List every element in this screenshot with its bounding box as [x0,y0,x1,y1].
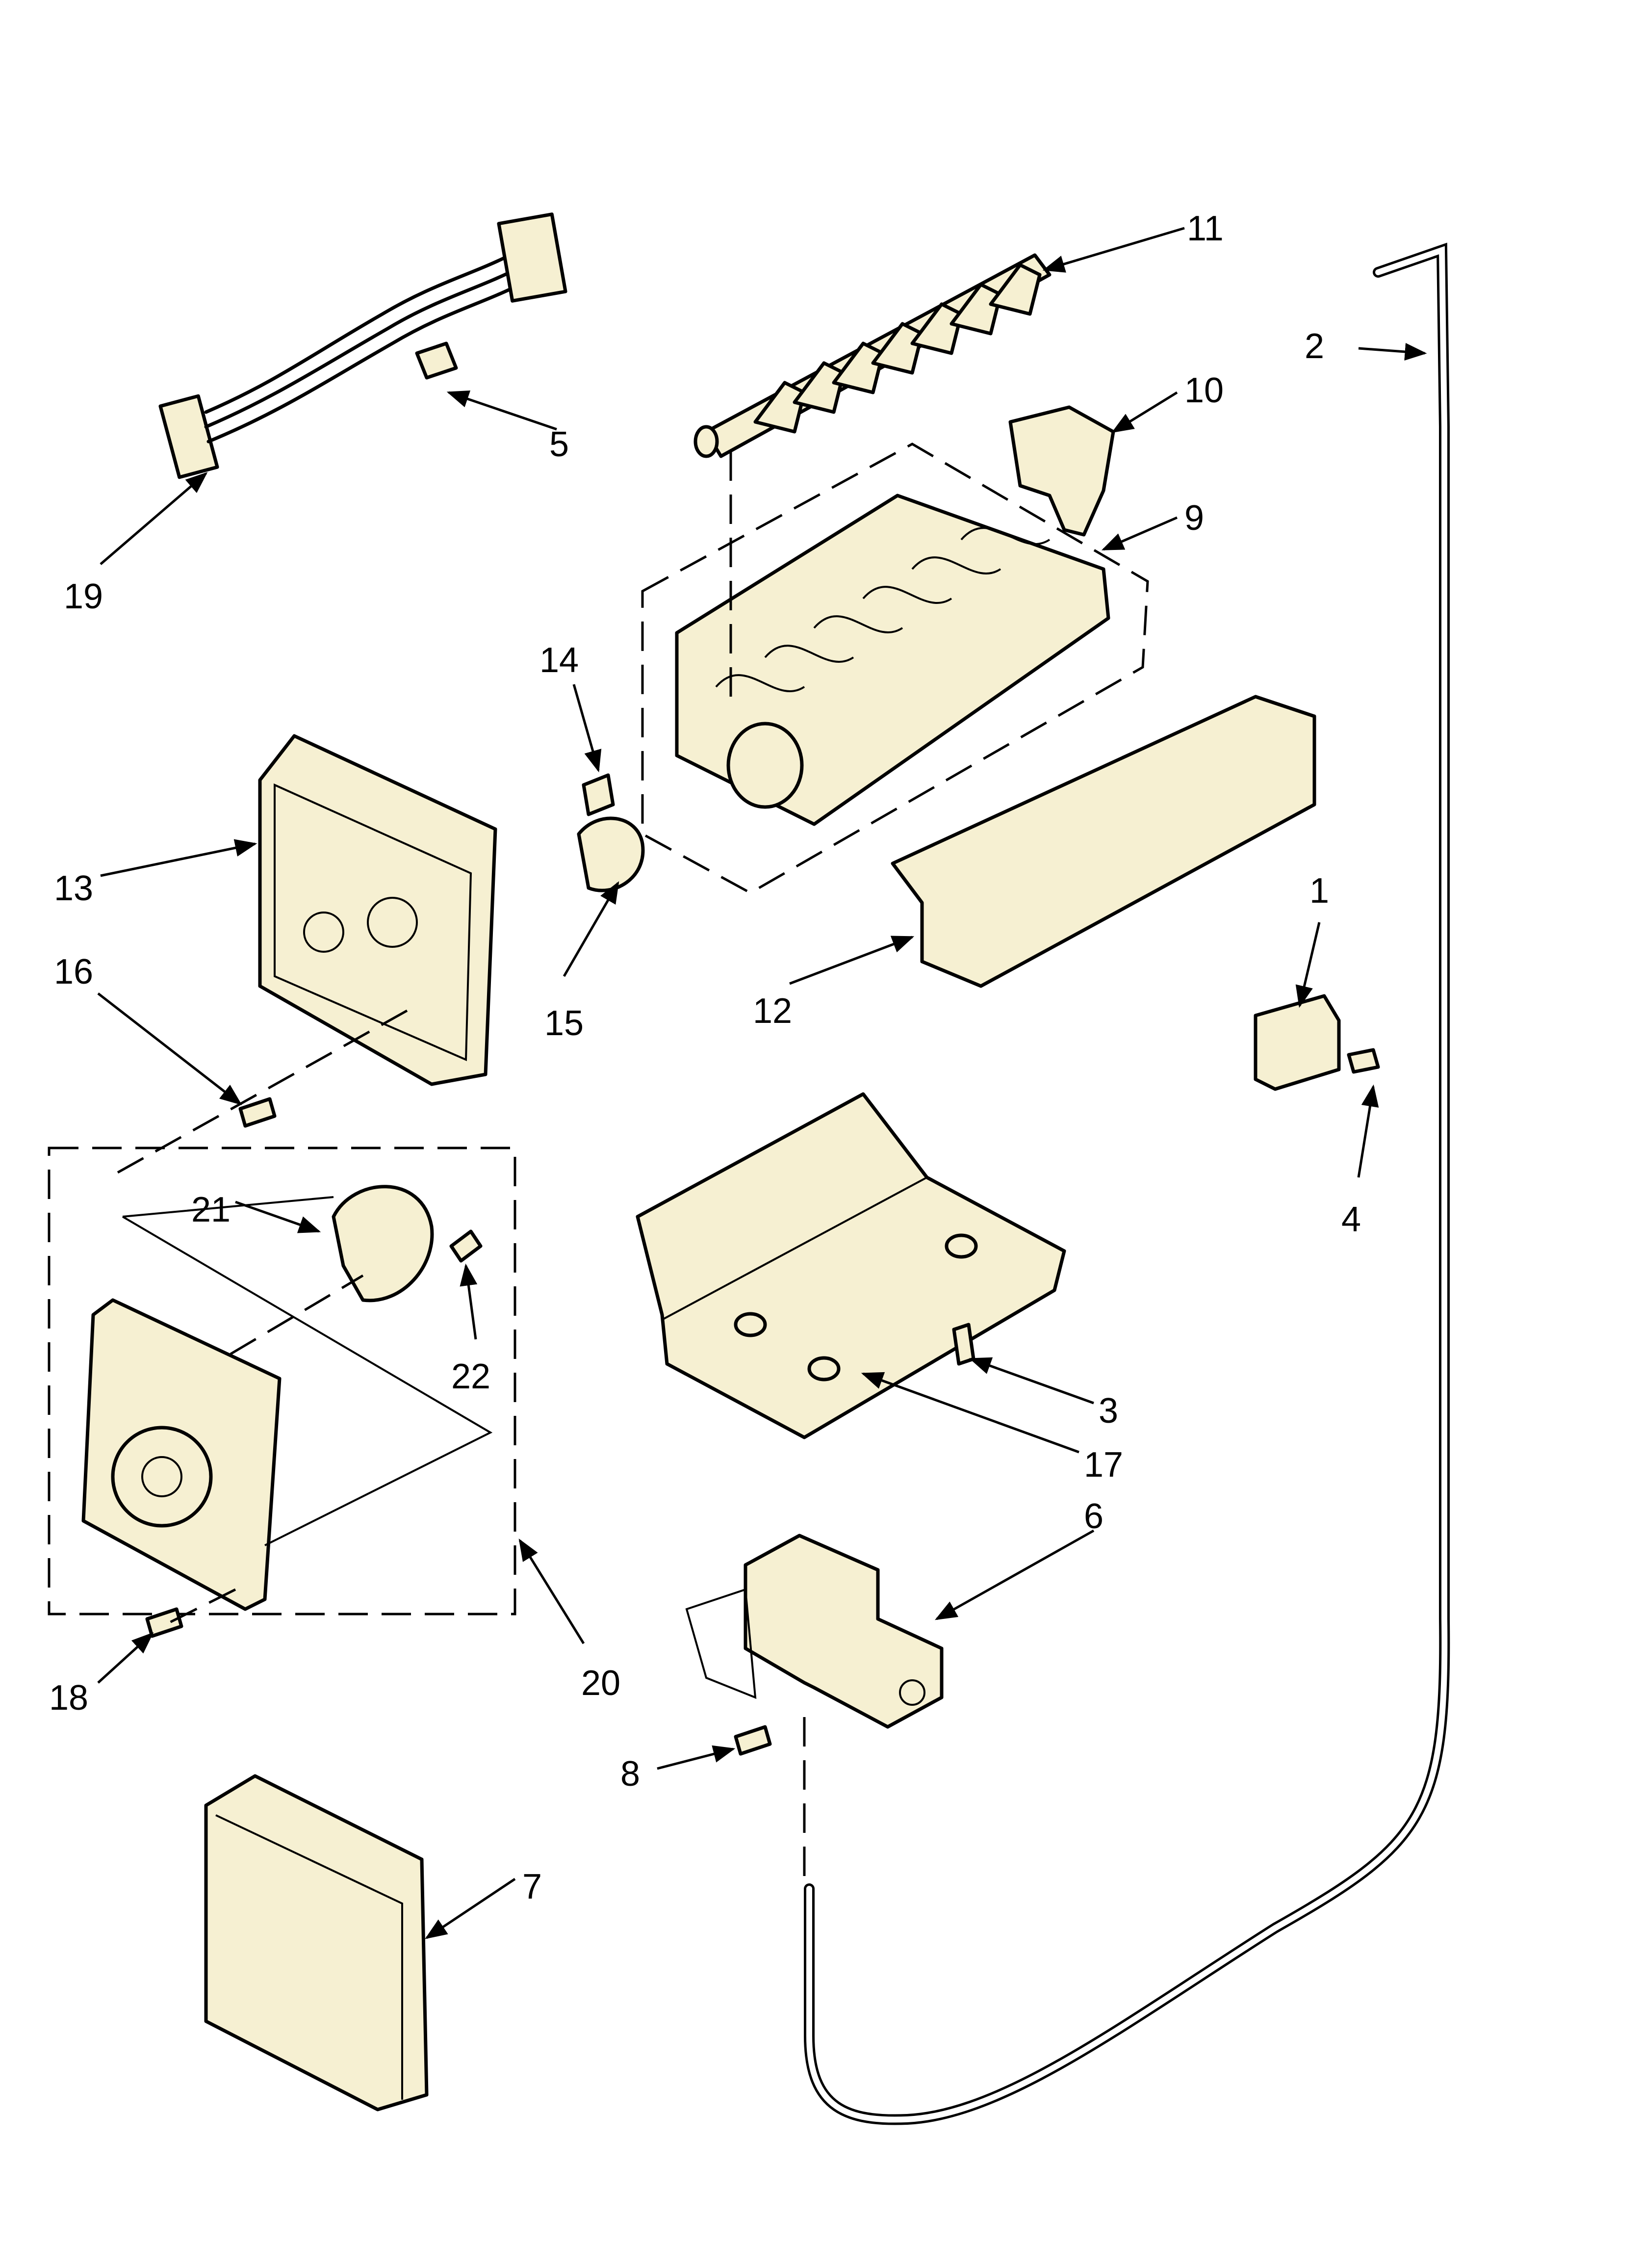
callout-17: 17 [1084,1445,1123,1485]
callout-7: 7 [522,1867,542,1906]
ejector-shaft [693,253,1052,458]
callout-18: 18 [49,1678,88,1718]
callout-13: 13 [54,869,93,908]
screw-18 [145,1607,183,1638]
callout-12: 12 [753,991,792,1031]
fill-tube [804,242,1450,2125]
callout-5: 5 [549,425,569,464]
wire-harness [158,212,567,479]
fill-cup [1008,405,1115,537]
callout-9: 9 [1184,498,1204,538]
callout-16: 16 [54,952,93,991]
callout-20: 20 [581,1664,620,1703]
callout-22: 22 [451,1357,490,1396]
callout-21: 21 [191,1190,231,1229]
module-cover [204,1774,429,2112]
leader-arrows [97,227,1427,1939]
callout-10: 10 [1184,371,1224,410]
module-outline-lines [122,1196,493,1546]
tube-clamp [1254,994,1341,1091]
callout-1: 1 [1309,871,1329,911]
callout-11: 11 [1187,209,1224,248]
screw-22 [449,1229,483,1263]
bin-tray [636,1092,1066,1439]
water-valve [685,1534,944,1729]
motor [332,1185,434,1303]
motor-module-box [48,1147,516,1616]
callout-14: 14 [539,641,579,680]
control-housing [258,734,497,1086]
dashed-link-13-20 [117,1009,408,1174]
dashed-link-plate-screw [166,1588,236,1625]
ice-mold [641,443,1149,894]
callout-8: 8 [620,1754,640,1794]
callout-6: 6 [1084,1497,1103,1536]
screw-8 [734,1725,772,1756]
stripper [891,695,1316,988]
module-plate [81,1298,282,1611]
screw-3 [952,1323,975,1366]
callout-19: 19 [64,577,103,616]
dashed-link-plate-motor [230,1274,364,1356]
screw-16 [238,1097,277,1128]
screw-4 [1347,1048,1380,1074]
callout-labels: 11 2 10 9 5 19 14 13 15 16 12 1 4 21 22 … [49,209,1361,1906]
callout-4: 4 [1341,1200,1361,1239]
callout-15: 15 [544,1004,584,1043]
connector-14 [582,773,615,816]
callout-3: 3 [1099,1391,1118,1431]
callout-2: 2 [1305,327,1324,366]
connector-15 [577,816,645,892]
